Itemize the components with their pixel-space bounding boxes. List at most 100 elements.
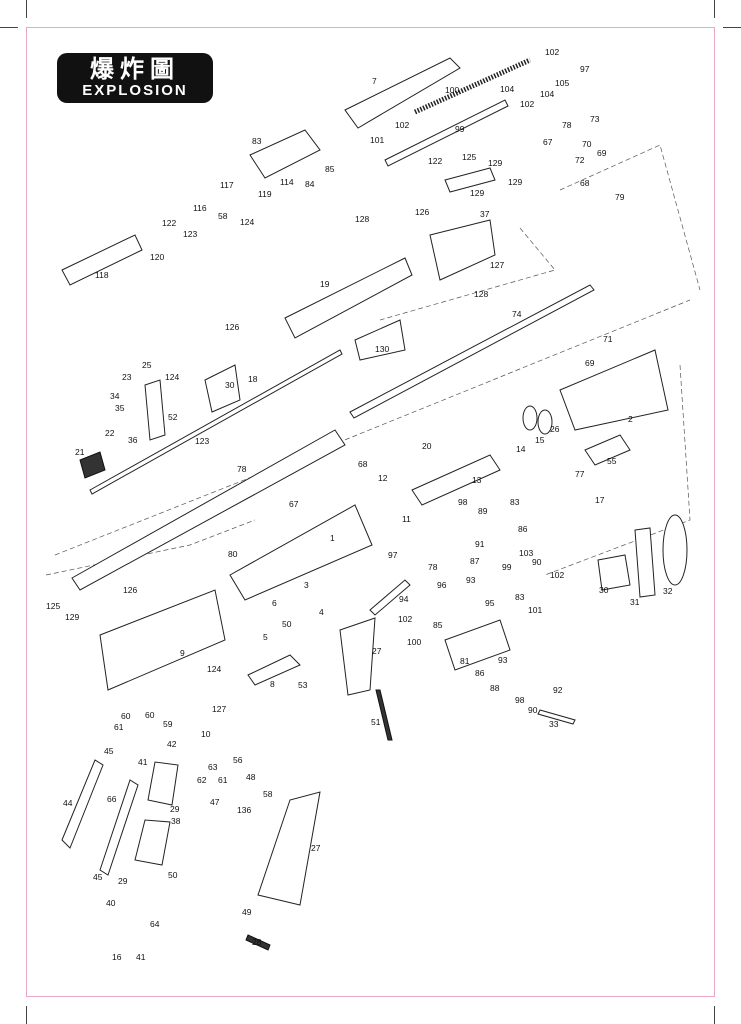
magazine-part — [257, 791, 321, 906]
part-label: 62 — [197, 775, 207, 785]
page-border — [26, 27, 715, 997]
part-label: 77 — [575, 469, 585, 479]
part-label: 83 — [252, 136, 262, 146]
part-label: 12 — [378, 473, 388, 483]
part-label: 129 — [488, 158, 502, 168]
clip-part — [597, 554, 631, 591]
part-label: 127 — [212, 704, 226, 714]
part-label: 89 — [478, 506, 488, 516]
part-label: 100 — [445, 85, 459, 95]
part-label: 124 — [165, 372, 179, 382]
part-label: 78 — [562, 120, 572, 130]
part-label: 84 — [305, 179, 315, 189]
trigger-box-part — [444, 619, 511, 671]
part-label: 16 — [112, 952, 122, 962]
part-label: 58 — [218, 211, 228, 221]
part-label: 78 — [237, 464, 247, 474]
part-label: 3 — [304, 580, 309, 590]
part-label: 99 — [502, 562, 512, 572]
part-label: 102 — [395, 120, 409, 130]
part-label: 60 — [145, 710, 155, 720]
part-label: 102 — [550, 570, 564, 580]
gas-tube-part — [349, 284, 595, 419]
part-label: 30 — [225, 380, 235, 390]
cleaning-rod-part — [89, 349, 343, 495]
part-label: 126 — [123, 585, 137, 595]
ring-part-25 — [522, 405, 538, 431]
retaining-pin-part — [537, 709, 576, 725]
part-label: 97 — [388, 550, 398, 560]
part-label: 29 — [170, 804, 180, 814]
part-label: 44 — [63, 798, 73, 808]
part-label: 60 — [121, 711, 131, 721]
part-label: 53 — [298, 680, 308, 690]
part-label: 95 — [485, 598, 495, 608]
part-label: 6 — [272, 598, 277, 608]
crop-mark-bottom-left — [26, 1006, 27, 1024]
part-label: 36 — [128, 435, 138, 445]
part-label: 52 — [168, 412, 178, 422]
part-label: 45 — [93, 872, 103, 882]
part-label: 125 — [46, 601, 60, 611]
pistol-grip-part — [339, 617, 376, 696]
part-label: 17 — [595, 495, 605, 505]
part-label: 61 — [218, 775, 228, 785]
part-label: 71 — [603, 334, 613, 344]
title-chinese: 爆炸圖 — [90, 55, 180, 83]
part-label: 40 — [106, 898, 116, 908]
part-label: 67 — [289, 499, 299, 509]
guide-rod-part — [384, 99, 509, 167]
flash-hider-part — [79, 451, 106, 479]
part-label: 122 — [162, 218, 176, 228]
bracket-part — [354, 319, 406, 361]
part-label: 11 — [402, 514, 411, 524]
part-label: 74 — [512, 309, 522, 319]
part-label: 37 — [480, 209, 490, 219]
butt-pad-part — [584, 434, 631, 466]
part-label: 117 — [220, 180, 234, 190]
part-label: 23 — [122, 372, 132, 382]
part-label: 103 — [519, 548, 533, 558]
motor-tube-part — [411, 454, 501, 506]
plate-part — [247, 654, 301, 686]
part-label: 98 — [515, 695, 525, 705]
part-label: 126 — [415, 207, 429, 217]
part-label: 27 — [311, 843, 321, 853]
part-label: 125 — [462, 152, 476, 162]
front-sight-part — [204, 364, 241, 413]
part-label: 26 — [550, 424, 560, 434]
part-label: 70 — [582, 139, 592, 149]
part-label: 47 — [210, 797, 220, 807]
part-label: 2 — [628, 414, 633, 424]
part-label: 22 — [105, 428, 115, 438]
part-label: 20 — [422, 441, 432, 451]
part-label: 7 — [372, 76, 377, 86]
part-label: 45 — [104, 746, 114, 756]
part-label: 19 — [320, 279, 330, 289]
part-label: 100 — [407, 637, 421, 647]
part-label: 14 — [516, 444, 526, 454]
part-label: 128 — [355, 214, 369, 224]
group-line-top — [559, 144, 701, 291]
title-badge: 爆炸圖 EXPLOSION — [57, 53, 213, 103]
part-label: 114 — [280, 177, 294, 187]
part-label: 96 — [437, 580, 447, 590]
part-label: 31 — [630, 597, 640, 607]
crop-mark-right-top — [723, 27, 741, 28]
rear-sight-part — [429, 219, 496, 281]
part-label: 120 — [150, 252, 164, 262]
part-label: 123 — [195, 436, 209, 446]
part-label: 124 — [240, 217, 254, 227]
part-label: 93 — [466, 575, 476, 585]
part-label: 80 — [228, 549, 238, 559]
sling-loop-part — [662, 514, 688, 586]
part-label: 90 — [532, 557, 542, 567]
part-label: 21 — [75, 447, 85, 457]
part-label: 72 — [575, 155, 585, 165]
part-label: 28 — [252, 937, 262, 947]
ring-part-15 — [537, 409, 553, 435]
part-label: 126 — [225, 322, 239, 332]
part-label: 8 — [270, 679, 275, 689]
part-label: 86 — [518, 524, 528, 534]
part-label: 68 — [358, 459, 368, 469]
